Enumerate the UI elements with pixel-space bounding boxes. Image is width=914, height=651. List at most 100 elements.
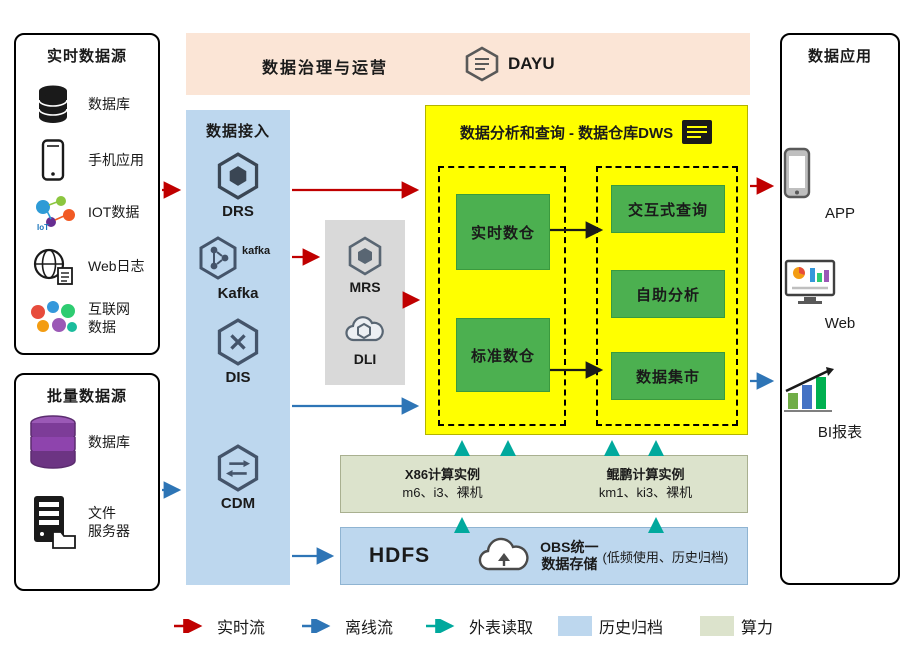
warehouse-group: 实时数仓 标准数仓 — [438, 166, 566, 426]
compute-kunpeng-title: 鲲鹏计算实例 — [606, 467, 685, 483]
capability-data-mart: 数据集市 — [611, 352, 725, 400]
dli-icon — [325, 312, 405, 348]
source-item-label: 互联网 数据 — [88, 300, 130, 335]
capability-self-analysis: 自助分析 — [611, 270, 725, 318]
dayu-label: DAYU — [508, 54, 555, 73]
legend-label: 外表读取 — [469, 620, 534, 637]
storage-panel: HDFS OBS统一 数据存储 (低频使用、历史归档) — [340, 527, 748, 585]
bi-report-icon — [782, 365, 898, 415]
middleware-panel: MRS DLI — [325, 220, 405, 385]
batch-sources-title: 批量数据源 — [46, 388, 127, 405]
warehouse-standard: 标准数仓 — [456, 318, 550, 392]
cdm-icon — [186, 444, 290, 492]
compute-panel: X86计算实例 m6、i3、裸机 鲲鹏计算实例 km1、ki3、裸机 — [340, 455, 748, 513]
source-item-weblog: Web日志 — [26, 241, 158, 291]
compute-kunpeng: 鲲鹏计算实例 km1、ki3、裸机 — [544, 456, 747, 512]
source-item-mobile: 手机应用 — [26, 135, 158, 185]
dws-panel: 数据分析和查询 - 数据仓库DWS 实时数仓 标准数仓 交互式查询 自助分析 数… — [425, 105, 748, 435]
source-item-label: 文件 服务器 — [88, 504, 130, 539]
legend-compute-swatch — [700, 616, 734, 636]
legend-teal-arrow-icon — [426, 619, 455, 633]
compute-x86-title: X86计算实例 — [404, 467, 481, 483]
compute-x86: X86计算实例 m6、i3、裸机 — [341, 456, 544, 512]
mobile-phone-icon — [26, 135, 80, 185]
source-item-label: IOT数据 — [88, 203, 140, 220]
dws-title-row: 数据分析和查询 - 数据仓库DWS — [426, 118, 747, 146]
mrs-icon — [325, 236, 405, 276]
legend-red-arrow-icon — [174, 619, 203, 633]
service-label: DRS — [222, 203, 254, 220]
obs-cloud-icon — [476, 537, 534, 575]
compute-kunpeng-subtitle: km1、ki3、裸机 — [598, 485, 693, 500]
realtime-sources-panel: 实时数据源 数据库 手机应用 IoT IOT数据 Web日志 — [14, 33, 160, 355]
legend-label: 实时流 — [217, 620, 266, 637]
web-icon — [782, 257, 898, 309]
service-label: DLI — [353, 351, 377, 367]
app-item-app: APP — [782, 147, 898, 222]
legend-label: 历史归档 — [599, 620, 664, 637]
app-item-bi: BI报表 — [782, 365, 898, 442]
dws-title: 数据分析和查询 - 数据仓库DWS — [459, 124, 674, 142]
legend-item-archive: 历史归档 — [558, 614, 663, 638]
governance-title: 数据治理与运营 — [262, 60, 389, 77]
app-item-label: Web — [824, 315, 856, 332]
web-log-icon — [26, 241, 80, 291]
database-stack-icon — [26, 415, 80, 469]
legend-archive-swatch — [558, 616, 592, 636]
governance-bar: 数据治理与运营 DAYU — [186, 33, 750, 95]
source-item-label: Web日志 — [88, 257, 145, 274]
legend-label: 算力 — [741, 620, 774, 637]
service-dli: DLI — [325, 312, 405, 367]
iot-icon: IoT — [26, 187, 80, 237]
obs-note: (低频使用、历史归档) — [602, 549, 729, 565]
app-icon — [782, 147, 898, 199]
applications-panel: 数据应用 APP Web BI报表 — [780, 33, 900, 585]
source-item-label: 手机应用 — [88, 151, 144, 168]
ingestion-panel: 数据接入 DRS kafka Kafka DIS CDM — [186, 110, 290, 585]
realtime-sources-title: 实时数据源 — [46, 48, 127, 65]
compute-x86-subtitle: m6、i3、裸机 — [402, 485, 483, 500]
legend-item-compute: 算力 — [700, 614, 773, 638]
source-item-label: 数据库 — [88, 433, 130, 450]
legend-item-external-read: 外表读取 — [424, 614, 533, 638]
ingestion-title: 数据接入 — [205, 123, 270, 140]
app-item-web: Web — [782, 257, 898, 332]
app-item-label: BI报表 — [817, 424, 863, 441]
source-item-label: 数据库 — [88, 95, 130, 112]
obs-title: OBS统一 数据存储 — [540, 538, 599, 573]
service-dis: DIS — [186, 318, 290, 386]
service-drs: DRS — [186, 152, 290, 220]
batch-sources-panel: 批量数据源 数据库 文件 服务器 — [14, 373, 160, 591]
legend-item-offline-flow: 离线流 — [300, 614, 393, 638]
source-item-database: 数据库 — [26, 79, 158, 129]
service-label: Kafka — [217, 285, 259, 302]
app-item-label: APP — [824, 205, 855, 222]
dayu-product: DAYU — [464, 46, 555, 82]
svg-text:IoT: IoT — [37, 223, 49, 231]
applications-title: 数据应用 — [807, 48, 872, 65]
source-item-file-server: 文件 服务器 — [26, 496, 158, 549]
capability-interactive-query: 交互式查询 — [611, 185, 725, 233]
internet-data-icon — [26, 293, 80, 343]
dayu-icon — [464, 46, 500, 82]
svg-text:kafka: kafka — [242, 245, 271, 257]
source-item-iot: IoT IOT数据 — [26, 187, 158, 237]
file-server-icon — [26, 496, 80, 549]
service-mrs: MRS — [325, 236, 405, 295]
dis-icon — [186, 318, 290, 366]
service-label: DIS — [225, 369, 251, 386]
legend-label: 离线流 — [345, 620, 394, 637]
legend-blue-arrow-icon — [302, 619, 331, 633]
capability-group: 交互式查询 自助分析 数据集市 — [596, 166, 738, 426]
drs-icon — [186, 152, 290, 200]
hdfs-label: HDFS — [369, 544, 431, 567]
dws-doc-icon — [681, 118, 713, 146]
source-item-batch-database: 数据库 — [26, 415, 158, 469]
legend-item-realtime-flow: 实时流 — [172, 614, 265, 638]
source-item-internet: 互联网 数据 — [26, 293, 158, 343]
service-kafka: kafka Kafka — [186, 234, 290, 302]
service-label: CDM — [220, 495, 256, 512]
service-cdm: CDM — [186, 444, 290, 512]
warehouse-realtime: 实时数仓 — [456, 194, 550, 270]
